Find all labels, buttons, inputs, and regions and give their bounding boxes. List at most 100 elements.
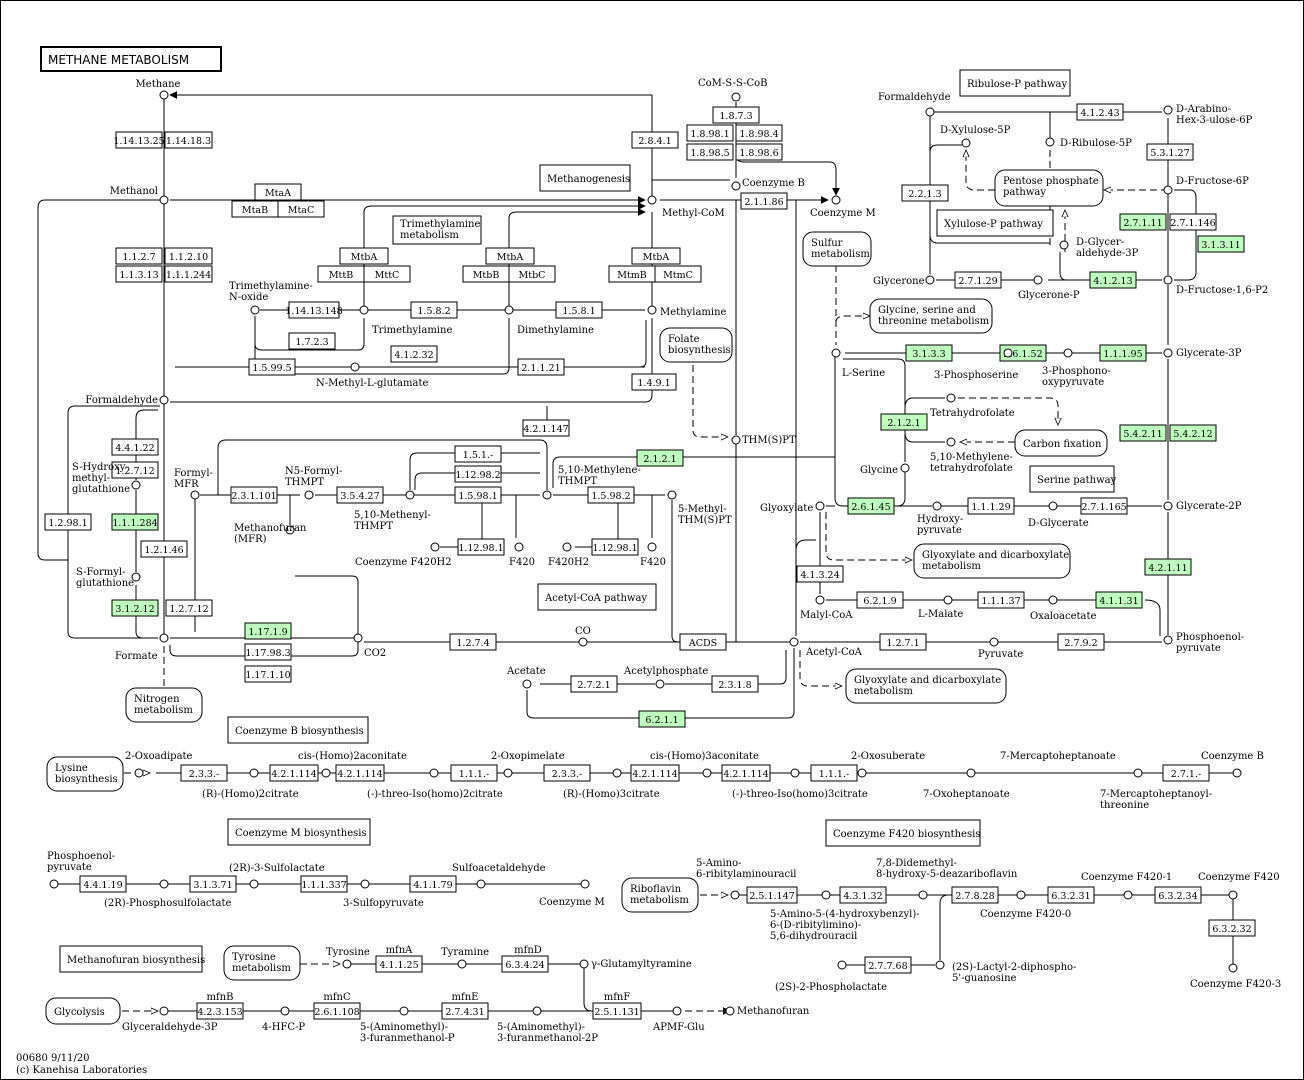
enzyme-label[interactable]: 2.7.8.28 [955,891,994,902]
compound-label[interactable]: Trimethylamine- [229,281,313,292]
enzyme-MtbC[interactable]: MtbC [508,265,556,283]
compound-node[interactable] [522,679,532,689]
enzyme-1-1-1-95[interactable]: 1.1.1.95 [1099,344,1147,362]
enzyme-label[interactable]: 1.5.1.- [463,450,493,461]
compound-label[interactable]: L-Serine [842,368,885,379]
compound-label[interactable]: oxypyruvate [1042,377,1104,388]
compound-node[interactable] [667,490,677,500]
enzyme-label[interactable]: 4.4.1.19 [83,880,122,891]
enzyme-4-2-1-11[interactable]: 4.2.1.11 [1144,558,1192,576]
compound-coenzyme-f420-1[interactable]: Coenzyme F420-1 [1081,872,1172,900]
enzyme-1-2-7-12[interactable]: 1.2.7.12 [165,599,213,617]
enzyme-1-1-1--[interactable]: 1.1.1.- [810,764,858,782]
compound-label[interactable]: Pyruvate [978,649,1023,660]
compound-label[interactable]: Glycerate-2P [1176,501,1242,512]
enzyme-label[interactable]: 4.4.1.22 [115,443,154,454]
compound-label[interactable]: 3-Phosphono- [1042,366,1111,377]
enzyme-label[interactable]: 1.12.98.2 [455,470,500,481]
enzyme-label[interactable]: 3.1.2.12 [115,604,154,615]
enzyme-1-5-8-1[interactable]: 1.5.8.1 [555,301,603,319]
enzyme-1-12-98-1[interactable]: 1.12.98.1 [591,538,639,556]
enzyme-2-7-1-11[interactable]: 2.7.1.11 [1119,213,1167,231]
compound-2-oxosuberate[interactable]: 2-Oxosuberate [851,751,925,778]
compound-malyl-coa[interactable]: Malyl-CoA [800,595,853,621]
compound-s-formyl-glutathione[interactable]: S-Formyl-glutathione [76,567,141,589]
compound-label[interactable]: THMPT [354,521,393,532]
enzyme-6-3-2-32[interactable]: 6.3.2.32 [1208,919,1256,937]
enzyme-label[interactable]: MtaB [242,205,268,216]
compound-label[interactable]: 5-(Aminomethyl)- [497,1022,585,1033]
enzyme-label[interactable]: 2.5.1.131 [594,1007,639,1018]
compound-label[interactable]: THM(S)PT [678,515,732,526]
compound-node[interactable] [789,637,799,647]
enzyme-label[interactable]: 4.2.1.114 [271,769,316,780]
compound-node[interactable] [731,435,741,445]
compound-label[interactable]: 4-HFC-P [262,1022,305,1033]
compound-node[interactable] [399,1006,409,1016]
enzyme-label[interactable]: 1.17.1.9 [248,627,287,638]
compound-node[interactable] [1163,348,1173,358]
compound-node[interactable] [1163,185,1173,195]
compound-label[interactable]: Oxaloacetate [1030,611,1096,622]
enzyme-1-12-98-2[interactable]: 1.12.98.2 [454,465,502,483]
compound-node[interactable] [1033,275,1043,285]
compound-2-oxoadipate[interactable]: 2-Oxoadipate [125,751,193,778]
compound-label[interactable]: 5-Amino- [696,858,741,869]
enzyme-3-5-4-27[interactable]: 3.5.4.27 [336,486,384,504]
map-link-text[interactable]: Tyrosine [232,952,276,963]
compound-label[interactable]: Trimethylamine [372,325,452,336]
enzyme-MttC[interactable]: MttC [363,265,411,283]
enzyme-label[interactable]: 1.14.18.3 [166,136,211,147]
compound-n5-formyl-thmpt[interactable]: N5-Formyl-THMPT [285,466,342,500]
compound-co[interactable]: CO [575,626,591,647]
compound-node[interactable] [702,768,712,778]
compound-label[interactable]: Malyl-CoA [800,610,853,621]
compound-apmf-glu[interactable]: APMF-Glu [652,1006,705,1033]
enzyme-2-7-1--[interactable]: 2.7.1.- [1162,764,1210,782]
compound-node[interactable] [159,395,169,405]
enzyme-label[interactable]: 3.1.3.71 [193,880,232,891]
compound-node[interactable] [1063,348,1073,358]
enzyme-2-7-1-165[interactable]: 2.7.1.165 [1080,497,1128,515]
compound-label[interactable]: Phosphoenol- [47,851,115,862]
compound-label[interactable]: Formaldehyde [878,92,951,103]
compound-node[interactable] [837,960,847,970]
enzyme-3-1-2-12[interactable]: 3.1.2.12 [111,599,159,617]
enzyme-MtbA[interactable]: MtbA [485,247,535,265]
enzyme-1-12-98-1[interactable]: 1.12.98.1 [457,538,505,556]
compound-phosphoenol-pyruvate[interactable]: Phosphoenol-pyruvate [47,851,115,889]
compound-node[interactable] [857,768,867,778]
compound-label[interactable]: CO2 [364,648,386,659]
compound-label[interactable]: (2S)-Lactyl-2-diphospho- [952,962,1076,973]
compound-glycerone[interactable]: Glycerone [873,275,935,287]
enzyme-label[interactable]: 2.1.2.1 [643,454,676,465]
enzyme-4-2-1-114[interactable]: 4.2.1.114 [721,764,771,782]
enzyme-label[interactable]: 1.1.1.37 [981,596,1020,607]
compound-5-amino-5-4-hydroxybenzyl-6-d-ribitylimino-5-6-dihydrouracil[interactable]: 5-Amino-5-(4-hydroxybenzyl)-6-(D-ribityl… [770,890,920,942]
compound-f420[interactable]: F420 [640,542,666,568]
compound-5-10-methylene-tetrahydrofolate[interactable]: 5,10-Methylene-tetrahydrofolate [930,437,1013,474]
enzyme-label[interactable]: 2.6.1.108 [314,1007,359,1018]
enzyme-label[interactable]: MtaA [265,188,291,199]
enzyme-4-1-1-79[interactable]: 4.1.1.79 [409,875,457,893]
compound-node[interactable] [321,768,331,778]
compound-label[interactable]: 5,10-Methenyl- [354,510,431,521]
compound-label[interactable]: Dimethylamine [517,325,594,336]
compound-node[interactable] [190,490,200,500]
enzyme-1-8-7-3[interactable]: 1.8.7.3 [712,106,760,124]
compound-label[interactable]: 5,10-Methylene- [930,452,1013,463]
map-link-glycolysis[interactable]: Glycolysis [45,997,121,1025]
compound-label[interactable]: Tyrosine [326,947,370,958]
enzyme-6-3-2-34[interactable]: 6.3.2.34 [1154,886,1202,904]
compound-node[interactable] [961,138,971,148]
enzyme-label[interactable]: MtmB [617,270,647,281]
enzyme-label[interactable]: 5.4.2.11 [1123,429,1162,440]
enzyme-MtaB[interactable]: MtaB [231,200,279,218]
enzyme-label[interactable]: 1.2.7.12 [115,466,154,477]
enzyme-label[interactable]: 2.1.2.1 [887,418,920,429]
compound-f420[interactable]: F420 [509,542,535,568]
compound-5-aminomethyl-3-furanmethanol-2p[interactable]: 5-(Aminomethyl)-3-furanmethanol-2P [497,1006,598,1044]
enzyme-label[interactable]: 4.1.2.43 [1080,108,1119,119]
